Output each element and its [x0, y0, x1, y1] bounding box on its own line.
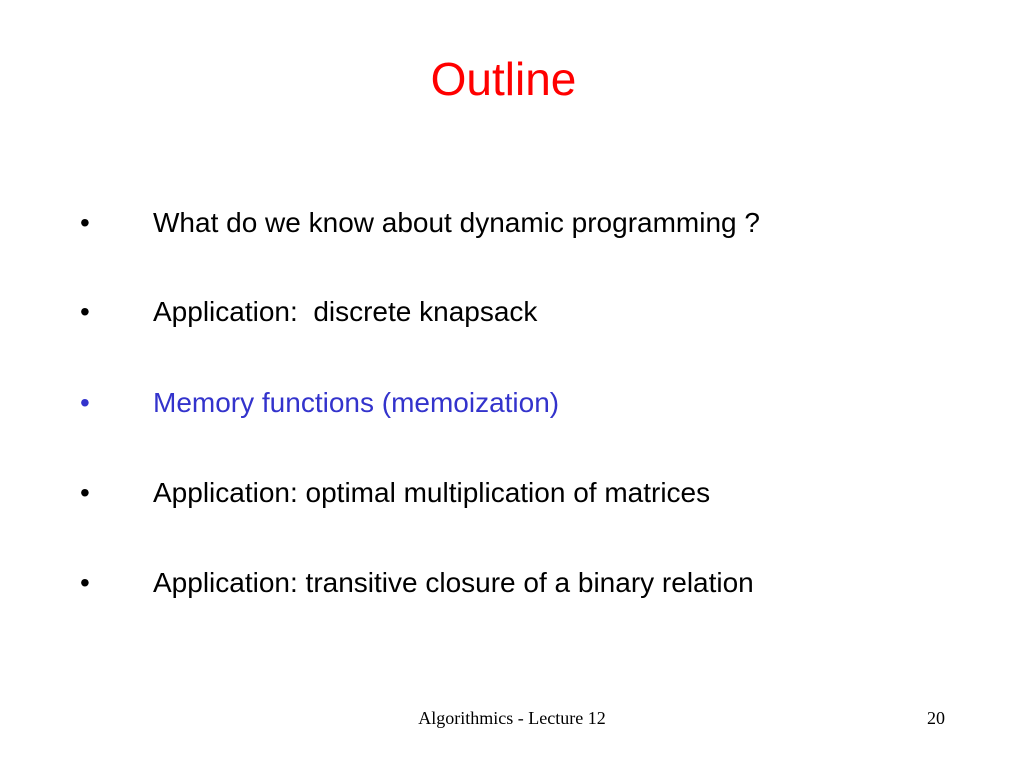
outline-item: • Application: discrete knapsack — [0, 292, 1000, 332]
outline-item-text: Memory functions (memoization) — [153, 387, 560, 418]
outline-item: • Application: transitive closure of a b… — [0, 563, 1000, 603]
bullet-icon: • — [80, 567, 90, 598]
outline-item: • What do we know about dynamic programm… — [0, 203, 1000, 243]
outline-item-text: Application: optimal multiplication of m… — [153, 477, 711, 508]
outline-item: • Application: optimal multiplication of… — [0, 473, 1000, 513]
outline-item-highlighted: • Memory functions (memoization) — [0, 383, 1000, 423]
footer-page-number: 20 — [927, 708, 945, 728]
bullet-icon: • — [80, 296, 90, 327]
outline-item-text: What do we know about dynamic programmin… — [153, 207, 760, 238]
outline-item-text: Application: discrete knapsack — [153, 296, 538, 327]
footer-lecture-label: Algorithmics - Lecture 12 — [418, 708, 606, 728]
slide-title: Outline — [430, 53, 577, 105]
outline-item-text: Application: transitive closure of a bin… — [153, 567, 754, 598]
bullet-icon: • — [80, 387, 90, 418]
bullet-icon: • — [80, 207, 90, 238]
bullet-icon: • — [80, 477, 90, 508]
